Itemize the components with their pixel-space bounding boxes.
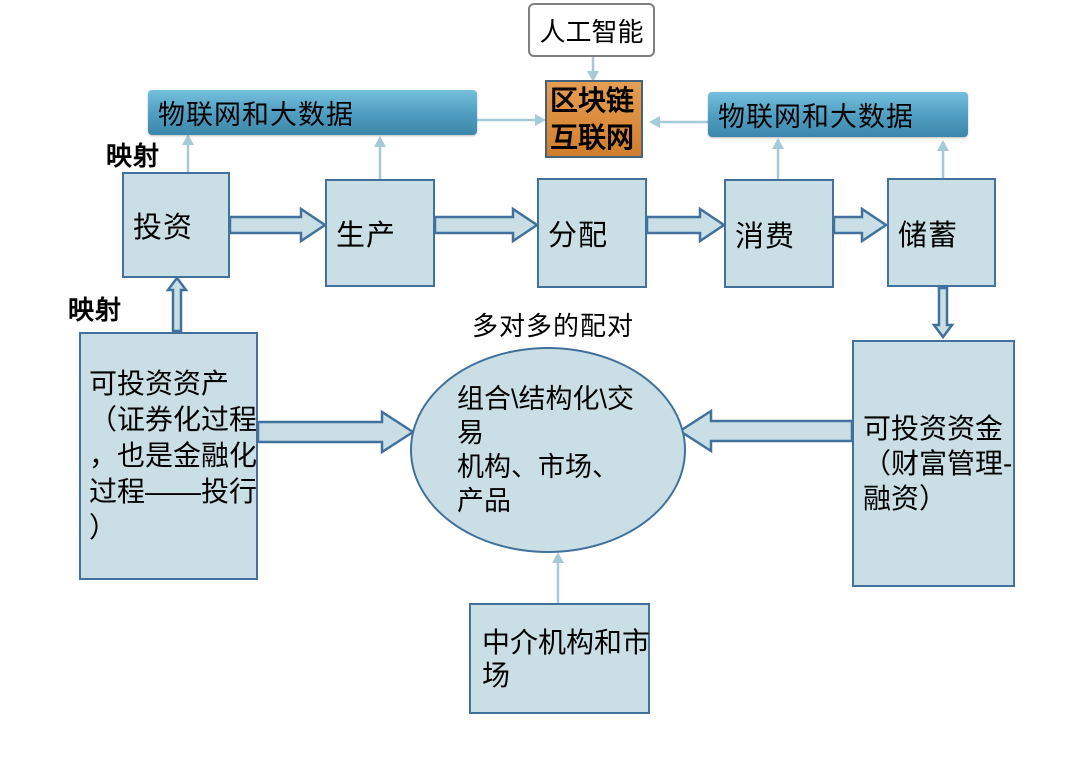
- iot-bigdata-bar-right: 物联网和大数据: [708, 92, 968, 137]
- matching-ellipse: 组合\结构化\交 易 机构、市场、 产品: [410, 347, 686, 553]
- flow-box-consumption: 消费: [724, 179, 834, 288]
- arrow-investment-production: [228, 206, 328, 244]
- assets-line: 过程——投行: [89, 476, 258, 507]
- ai-label: 人工智能: [539, 16, 644, 47]
- assets-line: ）: [89, 512, 118, 543]
- funds-line: 融资）: [863, 483, 948, 514]
- arrow-funds-to-ellipse: [677, 408, 854, 454]
- thin-arrowheads: [182, 71, 949, 563]
- ai-box: 人工智能: [528, 3, 655, 57]
- blockchain-line-1: 区块链: [550, 85, 635, 116]
- intermediary-line: 中介机构和市: [482, 626, 651, 658]
- flow-box-investment: 投资: [122, 172, 230, 278]
- ellipse-line: 组合\结构化\交: [457, 384, 635, 414]
- assets-line: （证券化过程: [89, 404, 258, 435]
- investable-funds-box: 可投资资金 （财富管理- 融资）: [852, 340, 1015, 587]
- arrow-savings-to-funds: [931, 286, 955, 340]
- ellipse-line: 易: [457, 418, 484, 448]
- blockchain-internet-box: 区块链 互联网: [545, 80, 643, 158]
- ellipse-line: 产品: [457, 486, 511, 516]
- mapping-label-bottom: 映射: [68, 295, 123, 325]
- many-to-many-caption: 多对多的配对: [472, 311, 635, 341]
- intermediary-line: 场: [482, 659, 511, 691]
- flow-box-savings: 储蓄: [887, 178, 996, 287]
- arrow-distribution-consumption: [645, 206, 727, 244]
- blockchain-line-2: 互联网: [550, 122, 635, 153]
- flow-arrows: [165, 206, 955, 455]
- thin-connectors: [186, 57, 945, 603]
- flow-box-consumption-label: 消费: [735, 220, 796, 253]
- flow-box-production-label: 生产: [336, 220, 397, 252]
- arrow-production-distribution: [433, 206, 540, 244]
- flow-box-distribution: 分配: [537, 178, 647, 288]
- iot-bigdata-label-left: 物联网和大数据: [158, 100, 354, 130]
- arrow-assets-to-investment: [165, 275, 189, 333]
- assets-line: ，也是金融化: [89, 440, 258, 471]
- funds-line: 可投资资金: [863, 413, 1004, 444]
- flow-box-distribution-label: 分配: [548, 220, 609, 252]
- ellipse-line: 机构、市场、: [457, 452, 619, 482]
- arrow-assets-to-ellipse: [256, 409, 416, 455]
- iot-bigdata-label-right: 物联网和大数据: [718, 102, 914, 132]
- assets-line: 可投资资产: [89, 368, 230, 399]
- arrow-consumption-savings: [832, 206, 889, 244]
- intermediary-market-box: 中介机构和市 场: [469, 603, 650, 714]
- iot-bigdata-bar-left: 物联网和大数据: [148, 90, 477, 135]
- mapping-label-top: 映射: [106, 141, 161, 171]
- investable-assets-box: 可投资资产 （证券化过程 ，也是金融化 过程——投行 ）: [79, 332, 258, 580]
- flow-box-investment-label: 投资: [133, 212, 194, 244]
- flow-box-production: 生产: [325, 179, 435, 287]
- flow-box-savings-label: 储蓄: [898, 219, 959, 252]
- funds-line: （财富管理-: [863, 448, 1013, 479]
